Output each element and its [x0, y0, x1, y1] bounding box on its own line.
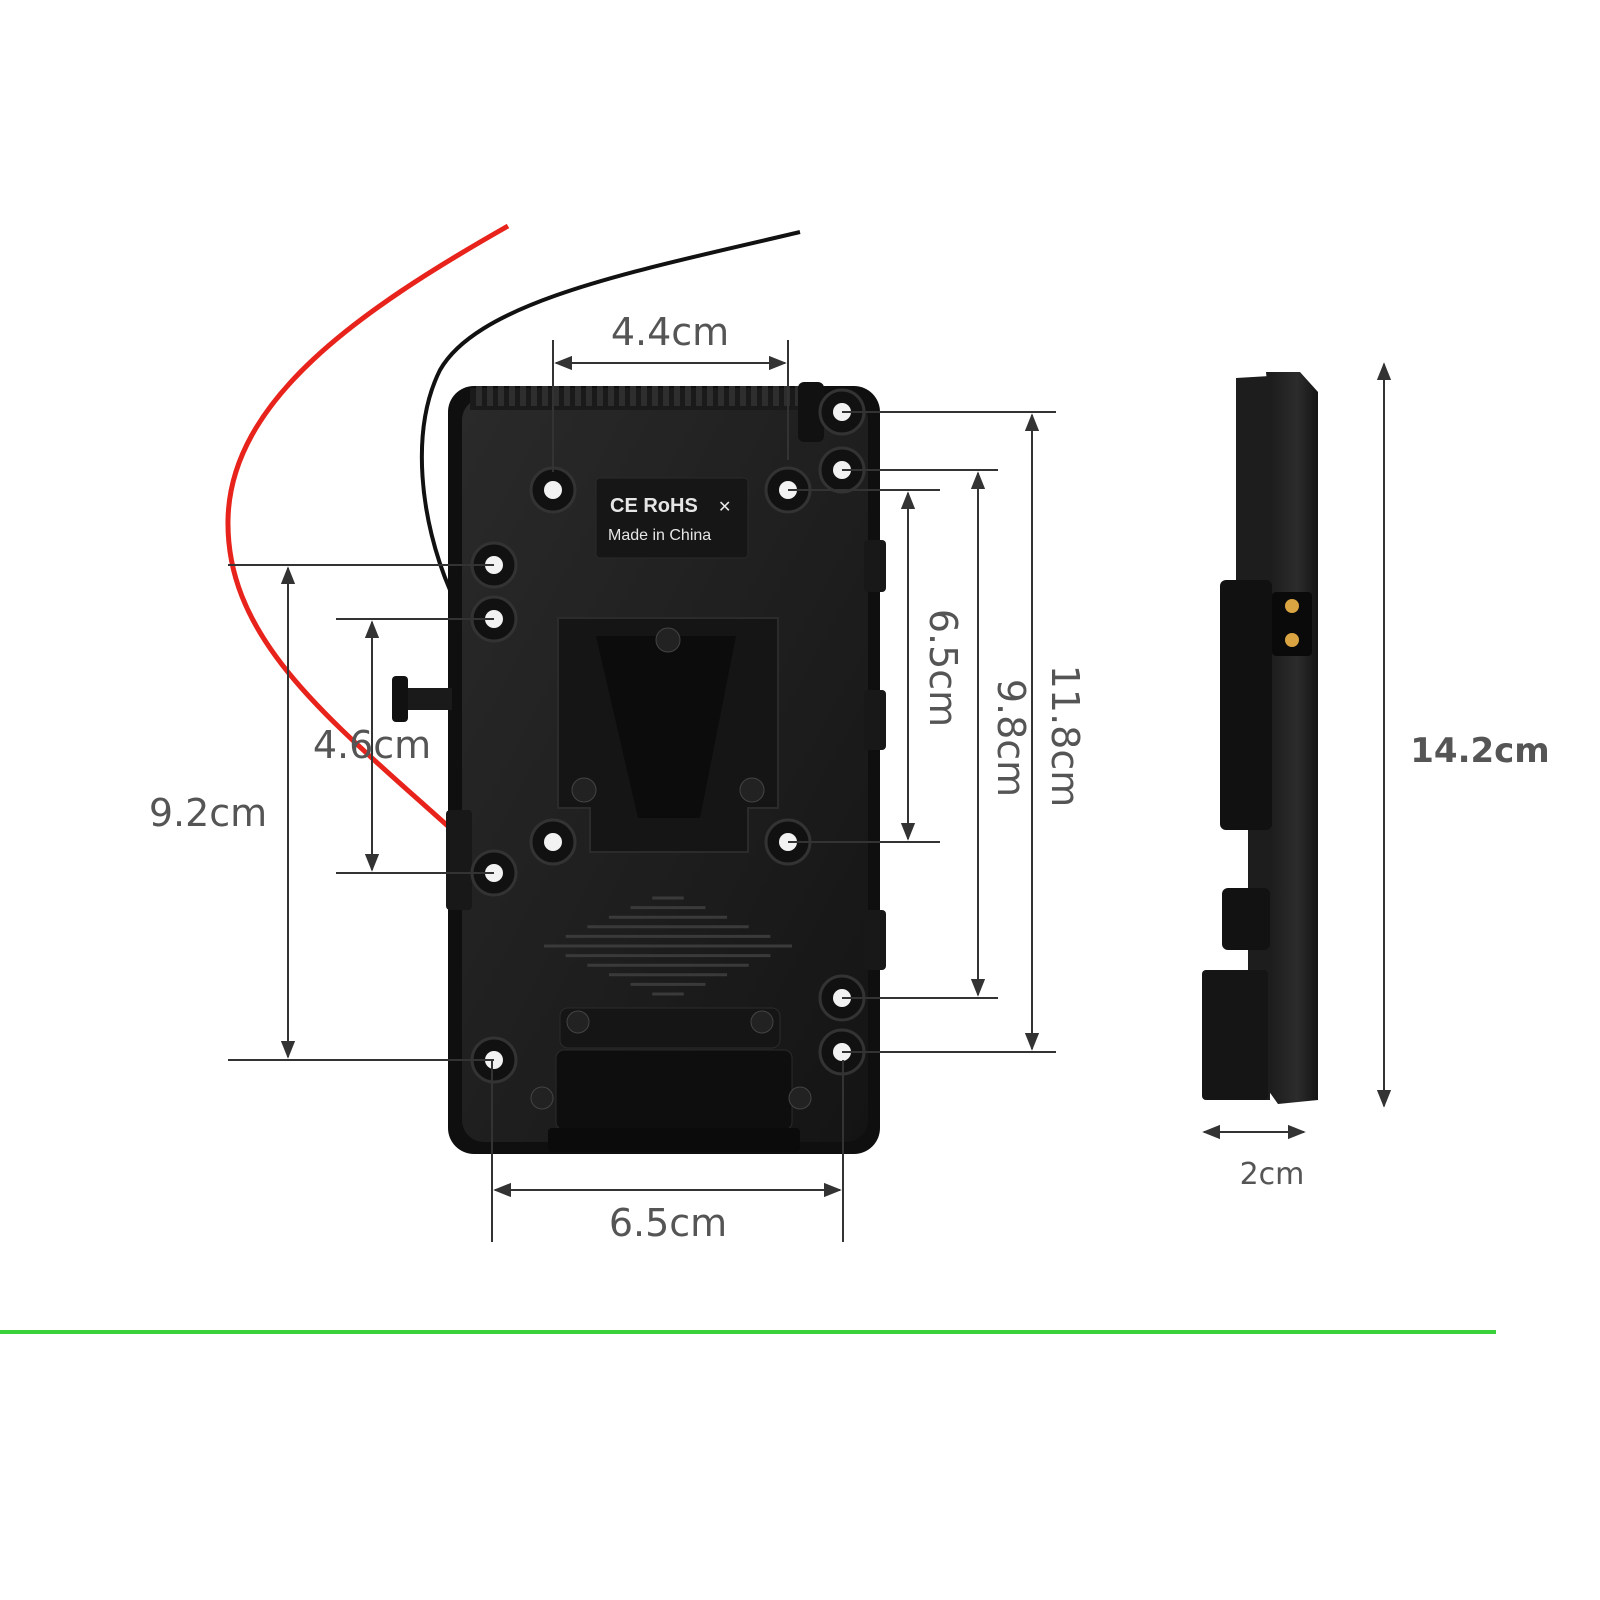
dim-label-side-thickness: 2cm	[1240, 1157, 1305, 1192]
vent-rib	[531, 386, 537, 406]
label-line1: CE RoHS	[610, 495, 698, 517]
vent-rib	[740, 386, 746, 406]
vent-rib	[773, 386, 779, 406]
vent-rib	[509, 386, 515, 406]
vent-rib	[597, 386, 603, 406]
recycle-icon: ✕	[718, 499, 731, 516]
vent-rib	[707, 386, 713, 406]
vent-rib	[586, 386, 592, 406]
vent-rib	[674, 386, 680, 406]
vent-rib	[542, 386, 548, 406]
side-tab	[864, 540, 886, 592]
red-wire	[225, 223, 510, 830]
vent-rib	[641, 386, 647, 406]
bottom-latch	[530, 1007, 812, 1152]
screw-icon	[750, 1010, 774, 1034]
vent-rib	[762, 386, 768, 406]
vent-rib	[498, 386, 504, 406]
vent-rib	[729, 386, 735, 406]
vent-rib	[652, 386, 658, 406]
vent-rib	[718, 386, 724, 406]
vent-rib	[630, 386, 636, 406]
screw-icon	[530, 1086, 554, 1110]
dim-label-left-inner: 4.6cm	[313, 723, 431, 767]
dim-label-bottom-hole-spacing: 6.5cm	[609, 1201, 727, 1245]
screw-icon	[788, 1086, 812, 1110]
screw-icon	[566, 1010, 590, 1034]
black-wire	[419, 230, 801, 591]
screw-icon	[739, 777, 765, 803]
mounting-hole-center	[544, 833, 562, 851]
vent-rib	[663, 386, 669, 406]
contact-pin	[1285, 599, 1299, 613]
vent-rib	[520, 386, 526, 406]
vent-rib	[553, 386, 559, 406]
thumb-screw	[392, 676, 452, 722]
side-tab	[864, 910, 886, 970]
dim-label-side-height: 14.2cm	[1410, 731, 1549, 771]
screw-icon	[655, 627, 681, 653]
vent-rib	[619, 386, 625, 406]
vent-rib	[487, 386, 493, 406]
vent-rib	[696, 386, 702, 406]
side-tab	[446, 810, 472, 910]
power-connector	[1272, 592, 1312, 656]
vent-rib	[751, 386, 757, 406]
label-line2: Made in China	[608, 527, 711, 544]
dim-label-top-hole-spacing: 4.4cm	[611, 310, 729, 354]
dimension-lines	[228, 340, 1392, 1242]
contact-pin	[1285, 633, 1299, 647]
side-tab	[864, 690, 886, 750]
latch	[798, 382, 824, 442]
side-view	[1202, 372, 1318, 1104]
vent-rib	[685, 386, 691, 406]
vent-rib	[608, 386, 614, 406]
mounting-hole-center	[544, 481, 562, 499]
dim-label-right-inner: 6.5cm	[921, 609, 965, 727]
compliance-label: CE RoHS ✕ Made in China	[595, 477, 749, 559]
vent-rib	[564, 386, 570, 406]
v-mount-receiver	[557, 617, 779, 853]
dim-label-left-outer: 9.2cm	[149, 791, 267, 835]
vent-rib	[575, 386, 581, 406]
screw-icon	[571, 777, 597, 803]
dim-label-right-middle: 9.8cm	[989, 679, 1033, 797]
dim-label-right-outer: 11.8cm	[1043, 665, 1087, 808]
vent-grille	[544, 896, 792, 996]
vent-rib	[476, 386, 482, 406]
